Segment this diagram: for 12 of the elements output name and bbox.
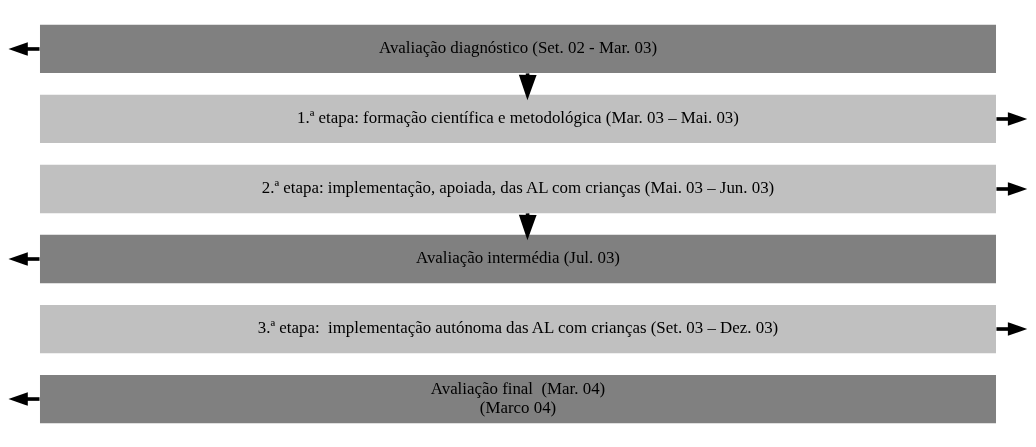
arrow <box>8 41 40 56</box>
arrow <box>8 251 40 266</box>
arrow <box>996 321 1028 336</box>
node-box: 1.ª etapa: formação científica e metodológica (Mar. 03 – Mai. 03) <box>40 94 996 143</box>
node-box: Avaliação diagnóstico (Set. 02 - Mar. 03) <box>40 24 996 73</box>
arrow <box>996 181 1028 196</box>
node-box: Avaliação final (Mar. 04) (Marco 04) <box>40 374 996 423</box>
node-box: 2.ª etapa: implementação, apoiada, das AL com crianças (Mai. 03 – Jun. 03) <box>40 164 996 213</box>
node-box: Avaliação intermédia (Jul. 03) <box>40 234 996 283</box>
arrow <box>996 111 1028 126</box>
node-box: 3.ª etapa: implementação autónoma das AL com crianças (Set. 03 – Dez. 03) <box>40 304 996 353</box>
arrow <box>8 391 40 406</box>
